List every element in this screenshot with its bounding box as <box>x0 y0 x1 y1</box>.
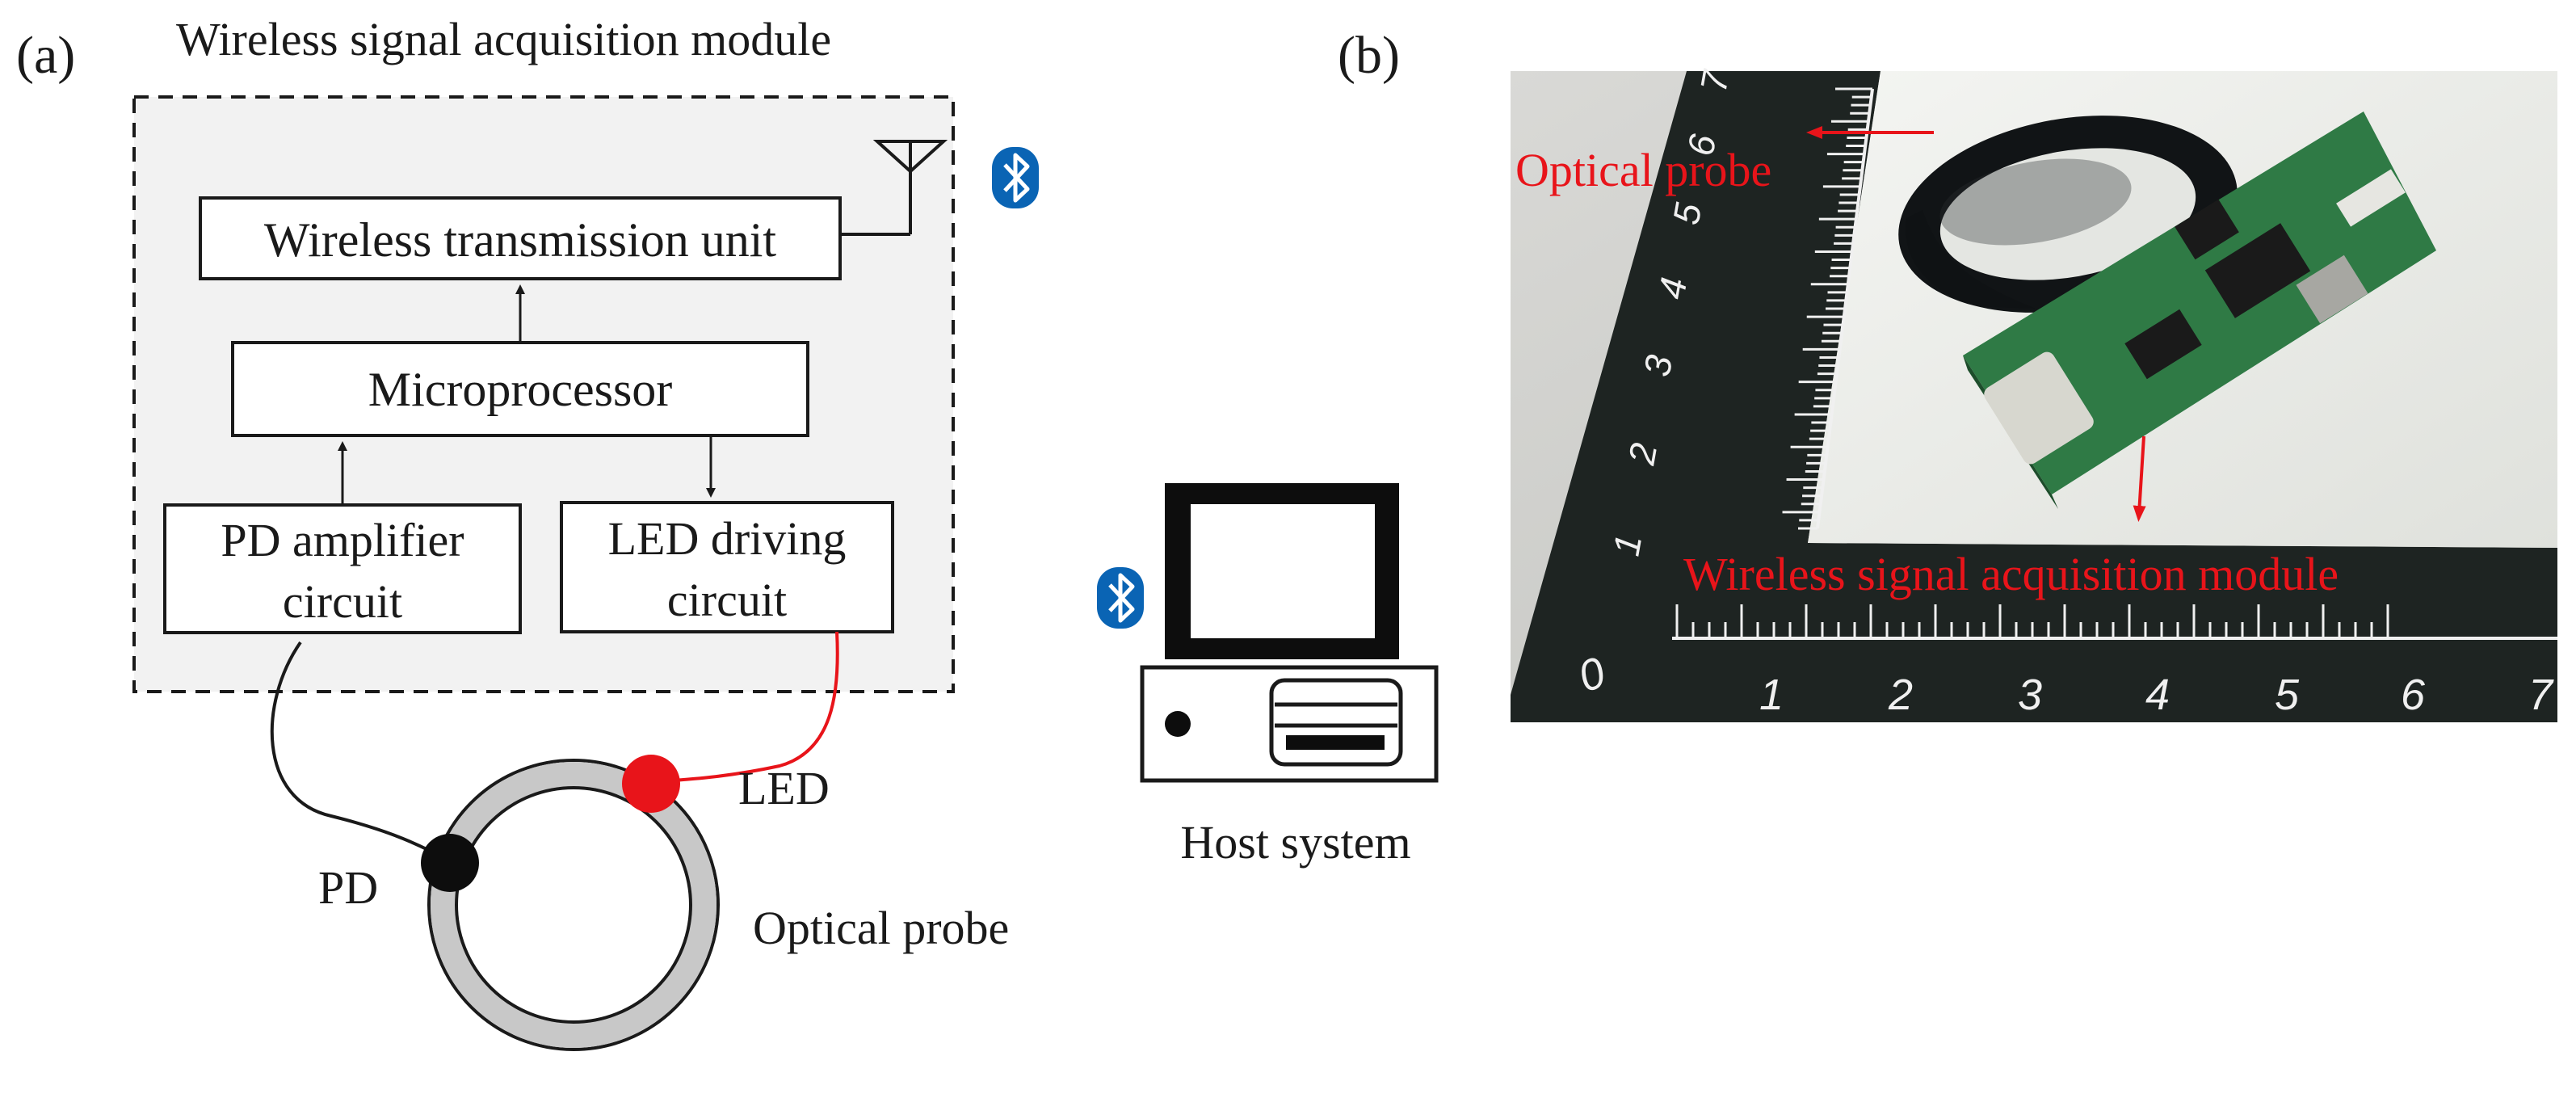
computer-icon <box>1140 483 1439 783</box>
led-label: LED <box>738 762 830 814</box>
ruler-number: 7 <box>2528 671 2554 719</box>
microprocessor-box <box>231 341 809 437</box>
ruler-number: 3 <box>2018 671 2042 719</box>
pd-label: PD <box>318 861 378 914</box>
pd-amplifier-box <box>163 503 522 634</box>
pd-amplifier-label-line1: PD amplifier <box>221 514 464 566</box>
host-system-label: Host system <box>1180 816 1410 869</box>
bluetooth-icon <box>1097 567 1144 629</box>
ruler-number: 2 <box>1888 671 1913 719</box>
optical-probe-label: Optical probe <box>753 902 1009 954</box>
module-annotation-label: Wireless signal acquisition module <box>1683 548 2339 600</box>
panel-a-label: (a) <box>16 26 75 85</box>
module-title: Wireless signal acquisition module <box>176 13 831 65</box>
ruler-l-shape <box>1511 71 2557 722</box>
wireless-unit-label: Wireless transmission unit <box>264 213 777 267</box>
module-annotation-arrow <box>2133 435 2146 522</box>
probe-annotation-label: Optical probe <box>1515 144 1771 196</box>
pcb-board <box>1963 111 2436 509</box>
pd-wire <box>270 641 449 862</box>
pd-amplifier-label-line2: circuit <box>283 575 402 628</box>
ruler-number: 4 <box>2145 671 2170 719</box>
optical-probe-ring <box>427 759 720 1051</box>
led-driving-box <box>560 501 894 633</box>
bluetooth-icon <box>992 147 1039 208</box>
ruler-number: 6 <box>2401 671 2426 719</box>
panel-a: (a) Wireless signal acquisition module W… <box>16 13 1439 1051</box>
led-driving-label-line1: LED driving <box>608 512 847 565</box>
ruler-ticks-horizontal-marks <box>1675 604 2389 638</box>
optical-probe-ring-fill <box>431 762 716 1048</box>
ruler-ticks-vertical-marks <box>1782 87 1872 530</box>
panel-b-label: (b) <box>1338 26 1400 85</box>
ruler-number: 5 <box>2275 671 2300 719</box>
led-emitter <box>622 755 680 813</box>
led-wire <box>650 631 839 784</box>
ruler-number: 1 <box>1759 671 1784 719</box>
microprocessor-label: Microprocessor <box>368 363 673 416</box>
wireless-unit-box <box>199 196 842 280</box>
led-driving-label-line2: circuit <box>667 574 787 626</box>
pd-sensor <box>421 834 479 892</box>
panel-b: (b) 0 1 2 3 4 5 6 7 1 2 <box>1338 26 2557 722</box>
optical-probe-ring-inner <box>455 786 692 1024</box>
antenna-icon <box>840 140 948 236</box>
